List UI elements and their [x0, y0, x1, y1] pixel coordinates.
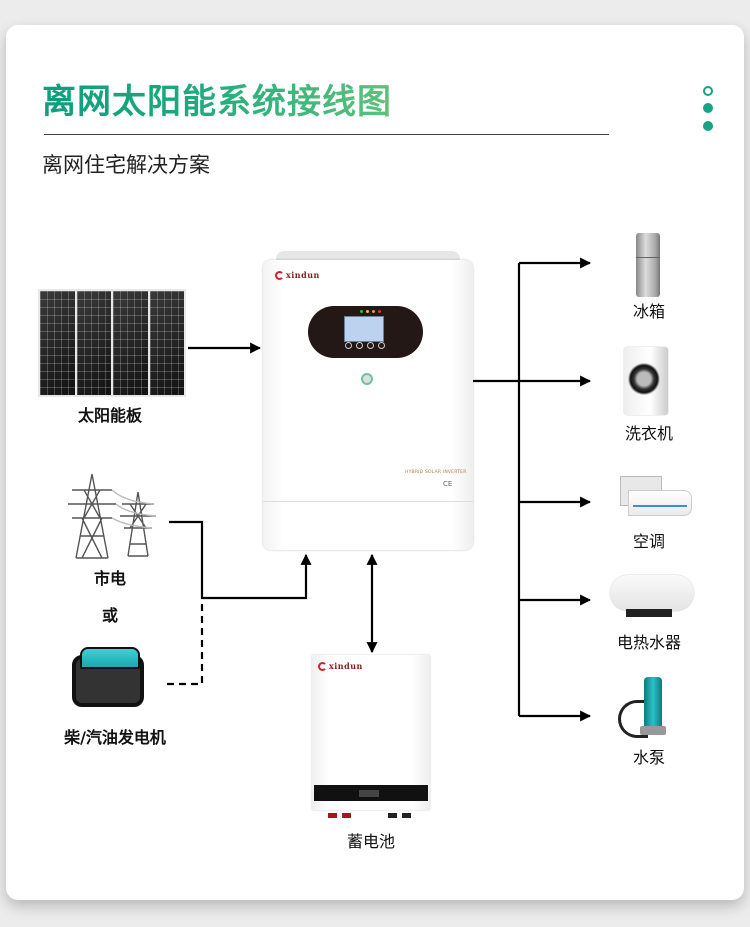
refrigerator-icon: [636, 233, 660, 297]
page-title: 离网太阳能系统接线图: [42, 82, 392, 122]
led-indicator-icon: [366, 310, 369, 313]
battery-icon: xindun: [312, 655, 430, 818]
solar-panel-icon: [38, 289, 186, 397]
air-conditioner-icon: [618, 476, 692, 520]
inverter-panel-seam: [263, 501, 473, 502]
load-label: 冰箱: [632, 302, 666, 321]
hybrid-inverter: xindun HYBRID SOLAR INVERTER CE: [263, 260, 473, 550]
led-indicator-icon: [378, 310, 381, 313]
water-pump-icon: [640, 677, 666, 735]
washing-machine-icon: [624, 347, 668, 415]
load-label: 空调: [632, 532, 666, 551]
page-subtitle: 离网住宅解决方案: [42, 153, 210, 177]
panel-button: [378, 342, 385, 349]
battery-logo: xindun: [318, 661, 363, 671]
inverter-model-text: HYBRID SOLAR INVERTER: [405, 470, 467, 475]
brand-logo-icon: [318, 661, 327, 671]
load-label: 水泵: [632, 748, 666, 767]
pump-cable: [618, 700, 648, 738]
panel-button: [367, 342, 374, 349]
battery-terminal-icon: [388, 813, 397, 818]
power-tower-icon: [68, 473, 157, 559]
generator-icon: [68, 641, 148, 715]
battery-label: 蓄电池: [346, 832, 396, 851]
filled-dot-icon: [703, 121, 713, 131]
ring-dot-icon: [703, 86, 713, 96]
inverter-control-panel: [308, 306, 423, 358]
water-heater-icon: [610, 575, 694, 617]
battery-terminal-icon: [328, 813, 337, 818]
solar-panel-label: 太阳能板: [77, 406, 143, 425]
grid-label: 市电: [93, 569, 127, 588]
panel-button: [356, 342, 363, 349]
load-label: 电热水器: [616, 633, 682, 652]
fan-icon: [361, 373, 373, 385]
or-label: 或: [101, 606, 119, 625]
panel-button: [345, 342, 352, 349]
battery-terminal-icon: [342, 813, 351, 818]
grid-to-inverter-line: [169, 520, 312, 600]
ce-mark: CE: [443, 480, 453, 488]
generator-to-inverter-dashed-line: [167, 600, 204, 686]
led-indicator-icon: [360, 310, 363, 313]
battery-terminal-icon: [402, 813, 411, 818]
battery-display-bar: [314, 785, 428, 801]
filled-dot-icon: [703, 103, 713, 113]
title-divider: [44, 134, 609, 135]
generator-label: 柴/汽油发电机: [64, 728, 166, 747]
brand-logo-icon: [275, 270, 284, 280]
lcd-screen: [344, 316, 384, 342]
load-label: 洗衣机: [624, 424, 674, 443]
inverter-logo: xindun: [275, 270, 320, 280]
led-indicator-icon: [372, 310, 375, 313]
